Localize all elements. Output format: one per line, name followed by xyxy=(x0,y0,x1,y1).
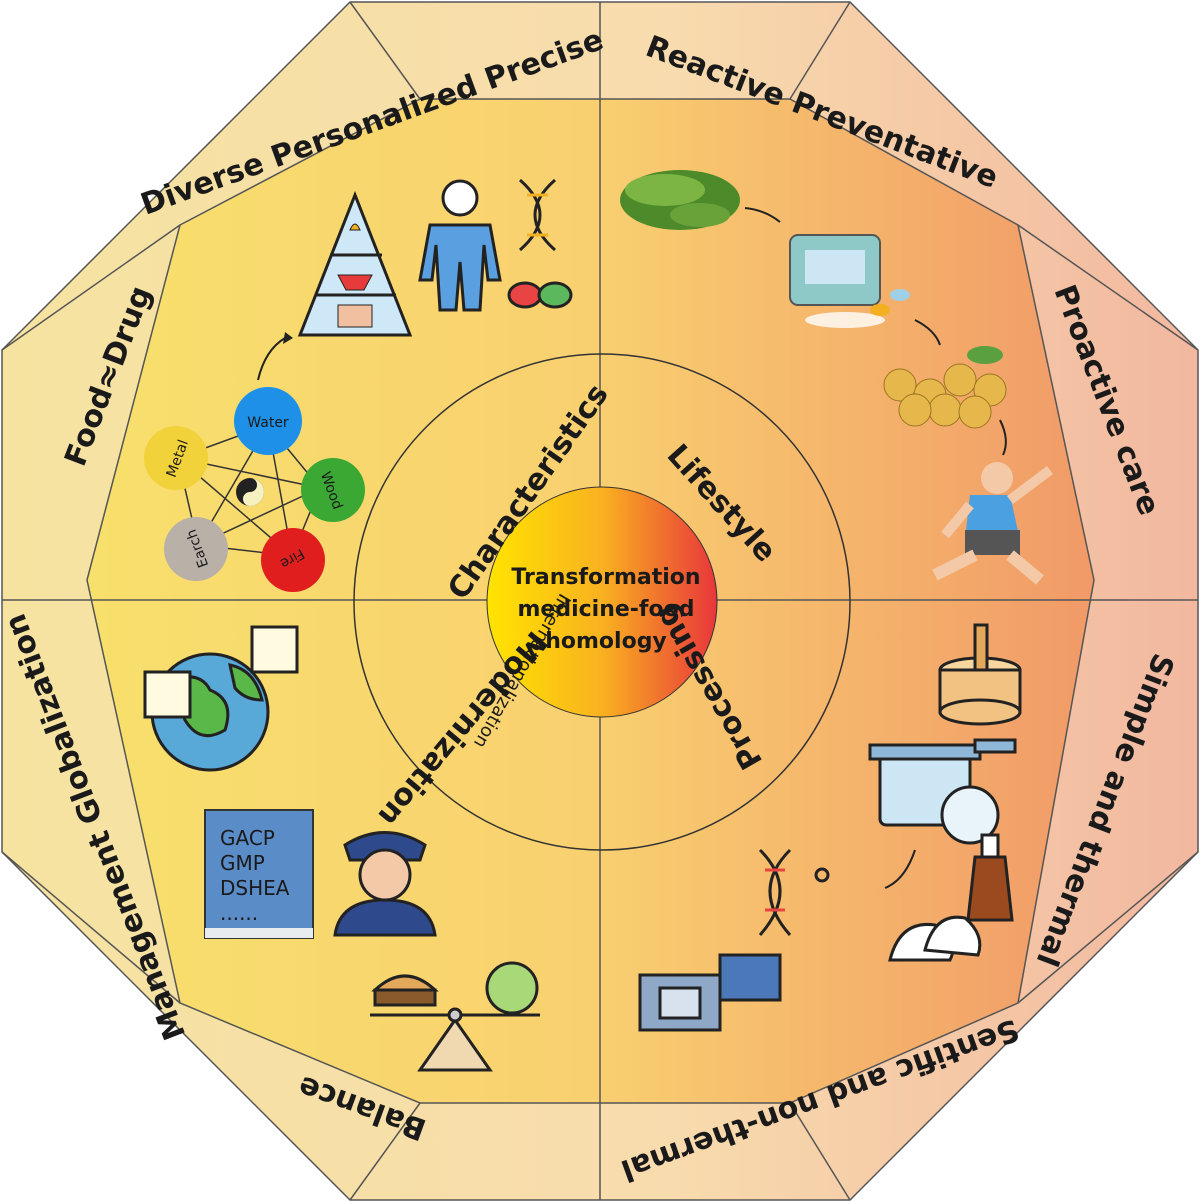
stone-grinder-icon xyxy=(938,623,1022,726)
medicine-jar-icon xyxy=(789,234,910,328)
svg-text:......: ...... xyxy=(220,901,258,925)
center-line3: homology xyxy=(545,629,667,654)
svg-text:Water: Water xyxy=(247,415,289,431)
earth-element xyxy=(164,517,228,581)
sauce-bottle-icon xyxy=(966,833,1014,922)
svg-text:GACP: GACP xyxy=(220,826,275,850)
svg-text:DSHEA: DSHEA xyxy=(220,876,290,900)
globe-icon xyxy=(143,625,299,772)
wood-element xyxy=(301,458,365,522)
processing-machine-icon xyxy=(638,953,782,1032)
five-elements-cycle: Water Wood Fire Earch Metal xyxy=(144,387,365,592)
soybeans-icon xyxy=(883,346,1007,429)
officer-icon xyxy=(333,831,437,937)
dna-scissors-icon xyxy=(758,848,830,936)
pills-icon xyxy=(507,281,573,309)
food-pyramid-icon xyxy=(297,190,413,337)
water-element xyxy=(234,387,302,455)
person-icon xyxy=(418,179,502,312)
runner-icon xyxy=(932,462,1053,585)
dna-icon xyxy=(519,178,556,252)
center-line1: Transformation xyxy=(511,565,700,590)
regulations-book-icon: GACP GMP DSHEA ...... xyxy=(204,809,314,939)
arrow-icon xyxy=(257,337,286,381)
metal-element xyxy=(144,426,208,490)
svg-text:GMP: GMP xyxy=(220,851,265,875)
pressure-cooker-icon xyxy=(868,738,1017,845)
herbs-icon xyxy=(620,170,740,230)
balance-scale-icon xyxy=(370,961,540,1072)
steamed-buns-icon xyxy=(888,915,982,962)
fire-element xyxy=(261,528,325,592)
center-line2: medicine-food xyxy=(518,597,695,622)
center-circle xyxy=(486,486,718,718)
outer-ring xyxy=(353,353,851,851)
